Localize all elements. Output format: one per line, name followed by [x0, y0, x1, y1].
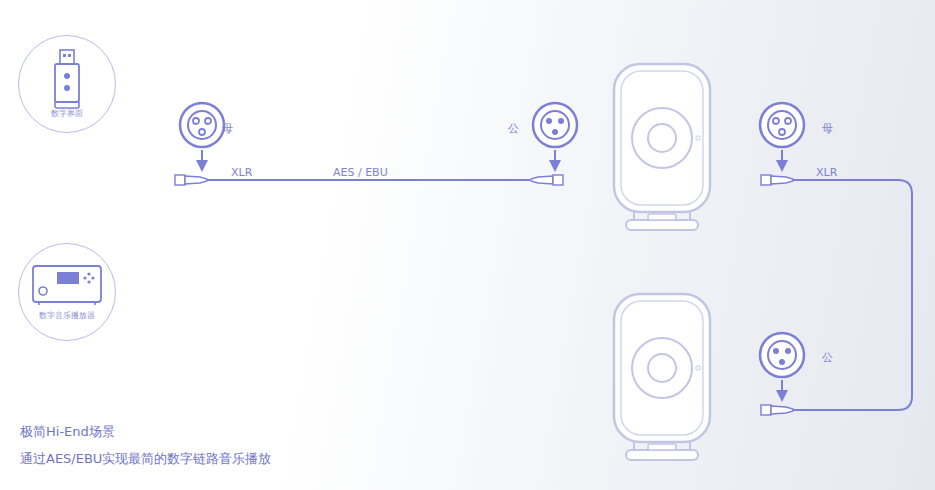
male-label: 公 [508, 121, 519, 136]
device-icon [19, 244, 114, 339]
player-circle: 数字音乐播放器 [18, 243, 116, 341]
scene-caption: 通过AES/EBU实现最简的数字链路音乐播放 [20, 450, 271, 468]
cable-type-label: XLR [816, 166, 837, 179]
female-label: 母 [822, 121, 833, 136]
cable-type-label: XLR [231, 166, 252, 179]
signal-label: AES / EBU [333, 166, 388, 179]
device-label: 数字音乐播放器 [19, 310, 115, 321]
female-label: 母 [222, 121, 233, 136]
device-label: 数字界面 [19, 108, 115, 119]
male-label: 公 [822, 350, 833, 365]
scene-title: 极简Hi-End场景 [20, 423, 115, 441]
interface-circle: 数字界面 [18, 35, 116, 133]
